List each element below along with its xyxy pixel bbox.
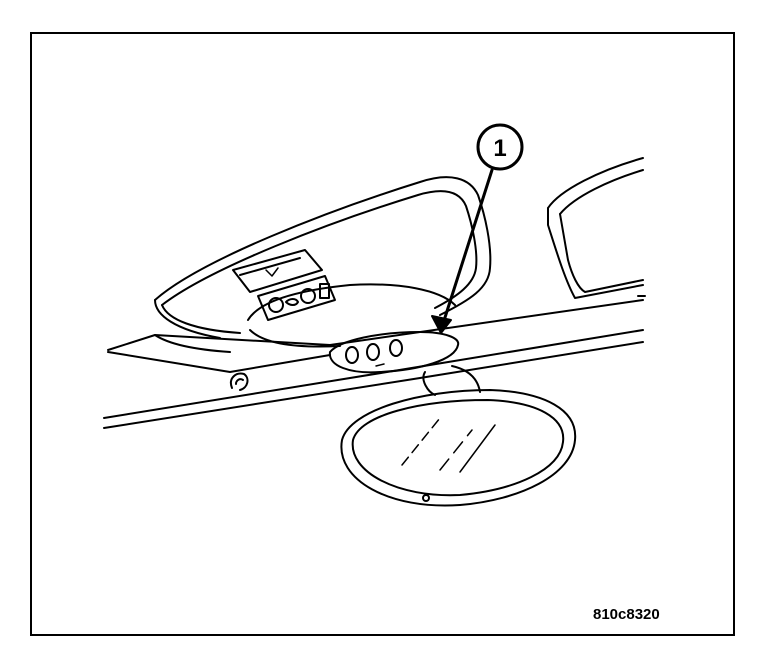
illustration-frame: [30, 32, 735, 636]
visor-clip: [230, 372, 249, 391]
windshield-frame: [547, 157, 646, 299]
overhead-console: [154, 176, 492, 348]
universal-transmitter: [328, 331, 460, 374]
figure-id: 810c8320: [593, 606, 660, 623]
callout-number: 1: [493, 135, 506, 162]
callout-1: [431, 123, 524, 334]
rearview-mirror: [340, 365, 577, 507]
